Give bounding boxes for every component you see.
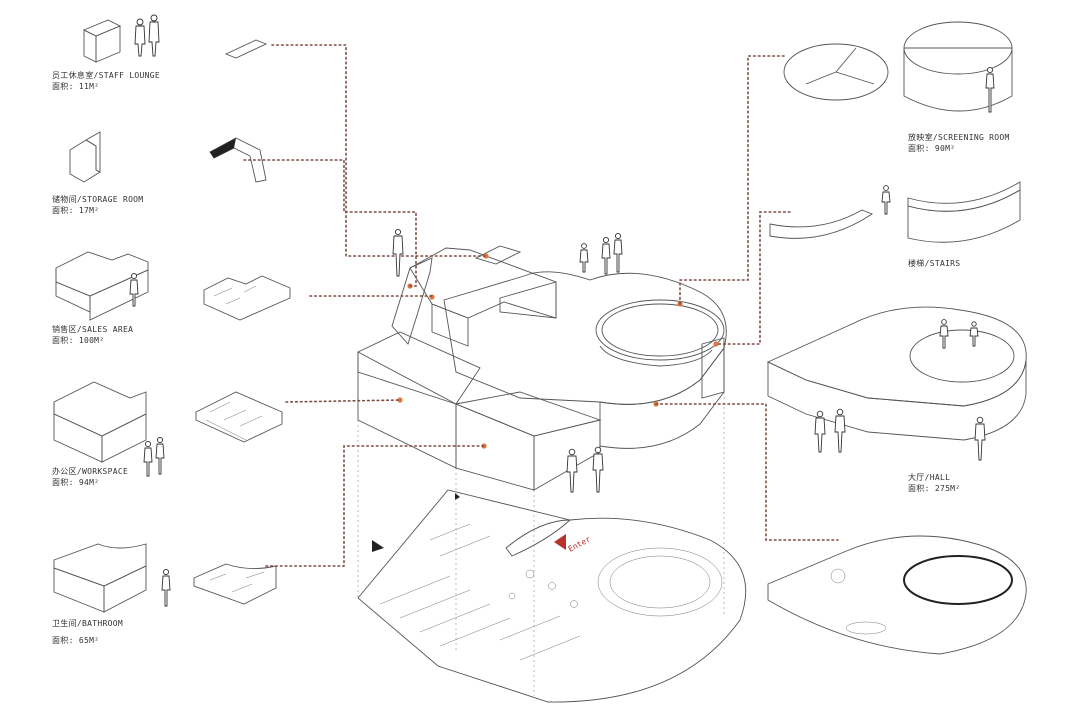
label-area: 面积: 11M² — [52, 82, 100, 91]
stairs-block — [907, 181, 1021, 243]
ground-floor-plan — [357, 489, 747, 703]
label-screening: 放映室/SCREENING ROOM 面积: 90M² — [908, 132, 1010, 154]
label-area: 面积: 94M² — [52, 478, 100, 487]
label-name: 销售区/SALES AREA — [52, 325, 134, 334]
label-name: 楼梯/STAIRS — [908, 259, 961, 268]
label-storage: 储物间/STORAGE ROOM 面积: 17M² — [52, 194, 143, 216]
label-staff-lounge: 员工休息室/STAFF LOUNGE 面积: 11M² — [52, 70, 160, 92]
mini-plan-workspace — [195, 391, 283, 443]
bathroom-block — [53, 543, 147, 613]
label-workspace: 办公区/WORKSPACE 面积: 94M² — [52, 466, 128, 488]
label-name: 储物间/STORAGE ROOM — [52, 195, 144, 204]
staff-lounge-block — [82, 19, 122, 63]
workspace-block — [53, 381, 147, 463]
label-area: 面积: 275M² — [908, 484, 961, 493]
label-stairs: 楼梯/STAIRS — [908, 258, 960, 269]
label-name: 放映室/SCREENING ROOM — [908, 133, 1010, 142]
storage-block — [69, 131, 101, 183]
screening-plan-disc — [783, 43, 889, 101]
label-sales: 销售区/SALES AREA 面积: 100M² — [52, 324, 133, 346]
mini-plan-storage — [209, 137, 267, 183]
projection-lines — [357, 392, 725, 696]
label-area: 面积: 17M² — [52, 206, 100, 215]
label-area: 面积: 100M² — [52, 336, 105, 345]
label-name: 卫生间/BATHROOM — [52, 619, 123, 628]
stairs-plan — [769, 209, 873, 239]
mini-plan-bathroom — [193, 563, 277, 605]
mini-plan-staff-lounge — [224, 39, 268, 59]
label-name: 办公区/WORKSPACE — [52, 467, 129, 476]
label-hall: 大厅/HALL 面积: 275M² — [908, 472, 960, 494]
people-figures — [129, 14, 995, 607]
label-name: 员工休息室/STAFF LOUNGE — [52, 71, 161, 80]
sales-block — [55, 251, 149, 321]
plan-enter-label: Enter — [567, 534, 593, 553]
hall-plan — [767, 535, 1027, 655]
mini-plan-sales — [203, 275, 291, 321]
label-area: 面积: 65M² — [52, 636, 100, 645]
screening-cylinder — [903, 21, 1013, 112]
central-building — [357, 245, 727, 491]
label-area: 面积: 90M² — [908, 144, 956, 153]
label-name: 大厅/HALL — [908, 473, 951, 482]
leader-lines — [243, 44, 839, 567]
label-bathroom: 卫生间/BATHROOM 面积: 65M² — [52, 618, 123, 646]
hall-block — [766, 306, 1027, 441]
